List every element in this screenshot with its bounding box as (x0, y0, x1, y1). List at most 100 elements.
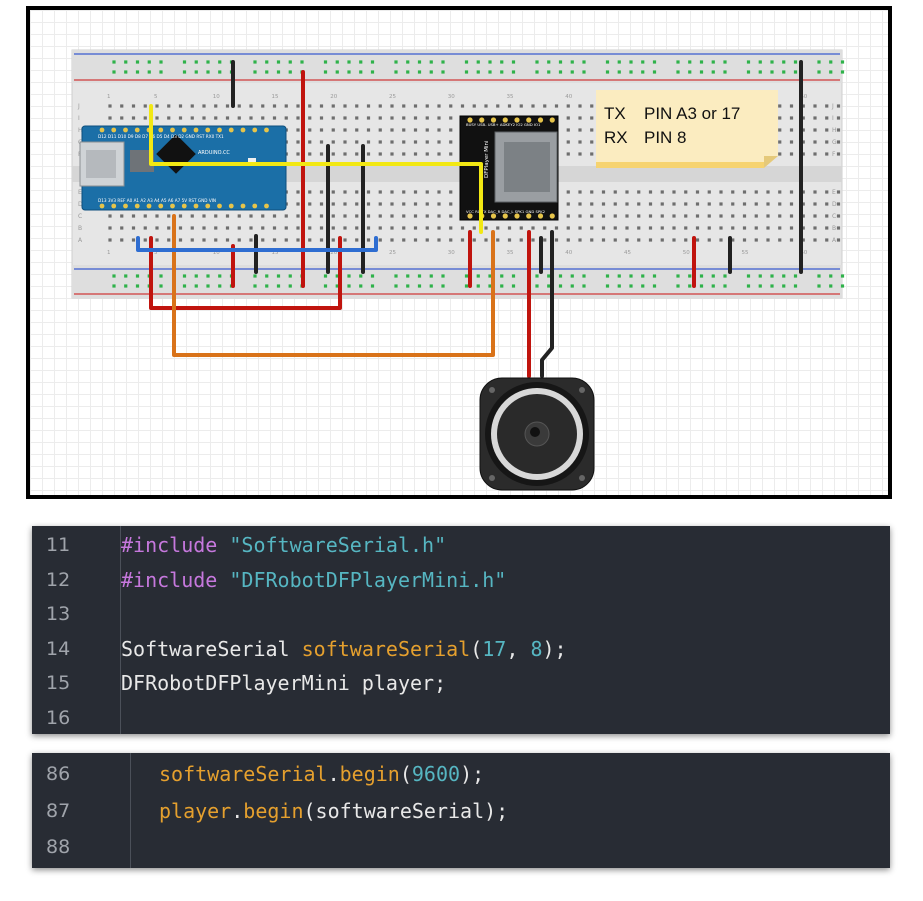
arduino-nano: ARDUINO.CC D12 D11 D10 D9 D8 D7 D6 D5 D4… (79, 125, 287, 211)
breadboard-label: 15 (272, 250, 279, 256)
breadboard-label: J (77, 103, 80, 110)
nano-bottom-pins: D13 3V3 REF A0 A1 A2 A3 A4 A5 A6 A7 5V R… (98, 198, 216, 203)
yellow-wire (149, 104, 483, 234)
breadboard-label: 60 (800, 94, 807, 100)
code-panel-includes: 11 #include "SoftwareSerial.h" 12 #include … (32, 526, 890, 734)
note-tx-value: PIN A3 or 17 (644, 104, 740, 123)
code-token: , (506, 636, 531, 661)
breadboard-label: 25 (389, 94, 396, 100)
breadboard-label: 25 (389, 250, 396, 256)
code-token: #include (121, 533, 230, 557)
line-number: 87 (46, 799, 71, 822)
code-text: softwareSerial.begin(9600); (159, 757, 484, 791)
code-token: player (159, 798, 232, 823)
code-token: begin (339, 762, 400, 786)
breadboard-label: 40 (565, 94, 572, 100)
breadboard-label: 15 (272, 94, 279, 100)
code-text: #include "DFRobotDFPlayerMini.h" (121, 563, 506, 597)
code-token: 8 (530, 636, 543, 661)
speaker-black-wire (540, 230, 554, 378)
dfplayer-pin-pads (467, 117, 555, 219)
line-number: 86 (46, 763, 71, 785)
dfplayer-top-pins: BUSY USB- USB+ ADKEY2 IO2 GND IO1 (466, 122, 541, 127)
code-token: ); (460, 762, 485, 786)
breadboard-label: D (78, 201, 83, 208)
code-text: #include "SoftwareSerial.h" (121, 528, 446, 562)
breadboard-label: 10 (213, 94, 220, 100)
breadboard-label: 60 (800, 250, 807, 256)
red-wire (149, 236, 342, 310)
code-token: . (231, 798, 244, 823)
line-number: 11 (46, 534, 71, 556)
code-gutter-divider (130, 753, 131, 868)
line-number: 88 (46, 836, 71, 858)
dfplayer-bottom-pins: VCC RX TX DAC_R DAC_L SPK1 GND SPK2 (466, 209, 546, 214)
nano-chip-small (130, 150, 154, 172)
breadboard-label: A (832, 237, 837, 244)
breadboard-label: J (831, 103, 834, 110)
note-rx-value: PIN 8 (644, 128, 687, 147)
code-token: softwareSerial (159, 762, 328, 786)
breadboard-label: C (78, 213, 82, 220)
pin-note: TX PIN A3 or 17 RX PIN 8 (596, 90, 778, 168)
breadboard-label: H (78, 127, 83, 134)
breadboard-label: E (832, 189, 836, 196)
note-rx-label: RX (604, 128, 628, 147)
nano-brand-text: ARDUINO.CC (198, 150, 230, 156)
breadboard-label: I (832, 115, 834, 122)
code-token: . (327, 762, 340, 786)
breadboard-label: F (832, 151, 836, 158)
line-number: 16 (46, 706, 71, 729)
code-text: player.begin(softwareSerial); (159, 794, 508, 828)
circuit-svg: JJIIHHGGFFEEDDCCBBAA11551010151520202525… (71, 49, 845, 491)
wires (136, 60, 803, 378)
breadboard-label: G (832, 139, 837, 146)
code-token: ); (542, 636, 567, 661)
blue-wire (136, 236, 378, 252)
breadboard-label: 45 (624, 250, 631, 256)
breadboard-label: 30 (448, 94, 455, 100)
code-token: begin (243, 798, 304, 823)
code-token: "SoftwareSerial.h" (229, 533, 447, 557)
breadboard-label: D (832, 201, 837, 208)
nano-top-pins: D12 D11 D10 D9 D8 D7 D6 D5 D4 D3 D2 GND … (98, 134, 224, 139)
breadboard-label: 55 (742, 250, 749, 256)
dfplayer-mini: DFPlayer Mini BUSY USB- USB+ ADKEY2 IO2 … (459, 115, 559, 221)
code-token: SoftwareSerial (121, 636, 302, 661)
breadboard-label: 20 (330, 94, 337, 100)
breadboard-label: B (832, 225, 836, 232)
code-token: "DFRobotDFPlayerMini.h" (229, 567, 507, 592)
breadboard-label: 50 (683, 250, 690, 256)
breadboard-label: H (832, 127, 837, 134)
speaker (479, 377, 595, 491)
code-token: #include (121, 567, 230, 592)
power-rail-holes (112, 60, 845, 288)
code-token: (softwareSerial); (303, 798, 509, 823)
breadboard-label: 40 (565, 250, 572, 256)
line-number: 14 (46, 637, 71, 660)
breadboard-label: B (78, 225, 82, 232)
breadboard-label: 1 (107, 250, 111, 256)
code-text: DFRobotDFPlayerMini player; (121, 666, 446, 700)
code-gutter-divider (120, 526, 121, 734)
line-number: 15 (46, 672, 71, 694)
line-number: 13 (46, 603, 71, 625)
code-token: ( (399, 762, 412, 786)
breadboard-label: 20 (330, 250, 337, 256)
breadboard-label: 10 (213, 250, 220, 256)
note-tx-label: TX (604, 104, 626, 123)
breadboard-label: A (78, 237, 83, 244)
breadboard-label: 30 (448, 250, 455, 256)
breadboard-label: C (832, 213, 836, 220)
dfplayer-name: DFPlayer Mini (484, 140, 490, 178)
circuit-diagram: JJIIHHGGFFEEDDCCBBAA11551010151520202525… (26, 6, 892, 499)
breadboard-label: 5 (154, 94, 158, 100)
breadboard-label: 35 (507, 250, 514, 256)
breadboard-label: I (78, 115, 80, 122)
code-token: ( (470, 636, 483, 661)
breadboard-label: 35 (507, 94, 514, 100)
code-text: SoftwareSerial softwareSerial(17, 8); (121, 632, 567, 666)
line-number: 12 (46, 568, 71, 591)
breadboard-label: 1 (107, 94, 111, 100)
